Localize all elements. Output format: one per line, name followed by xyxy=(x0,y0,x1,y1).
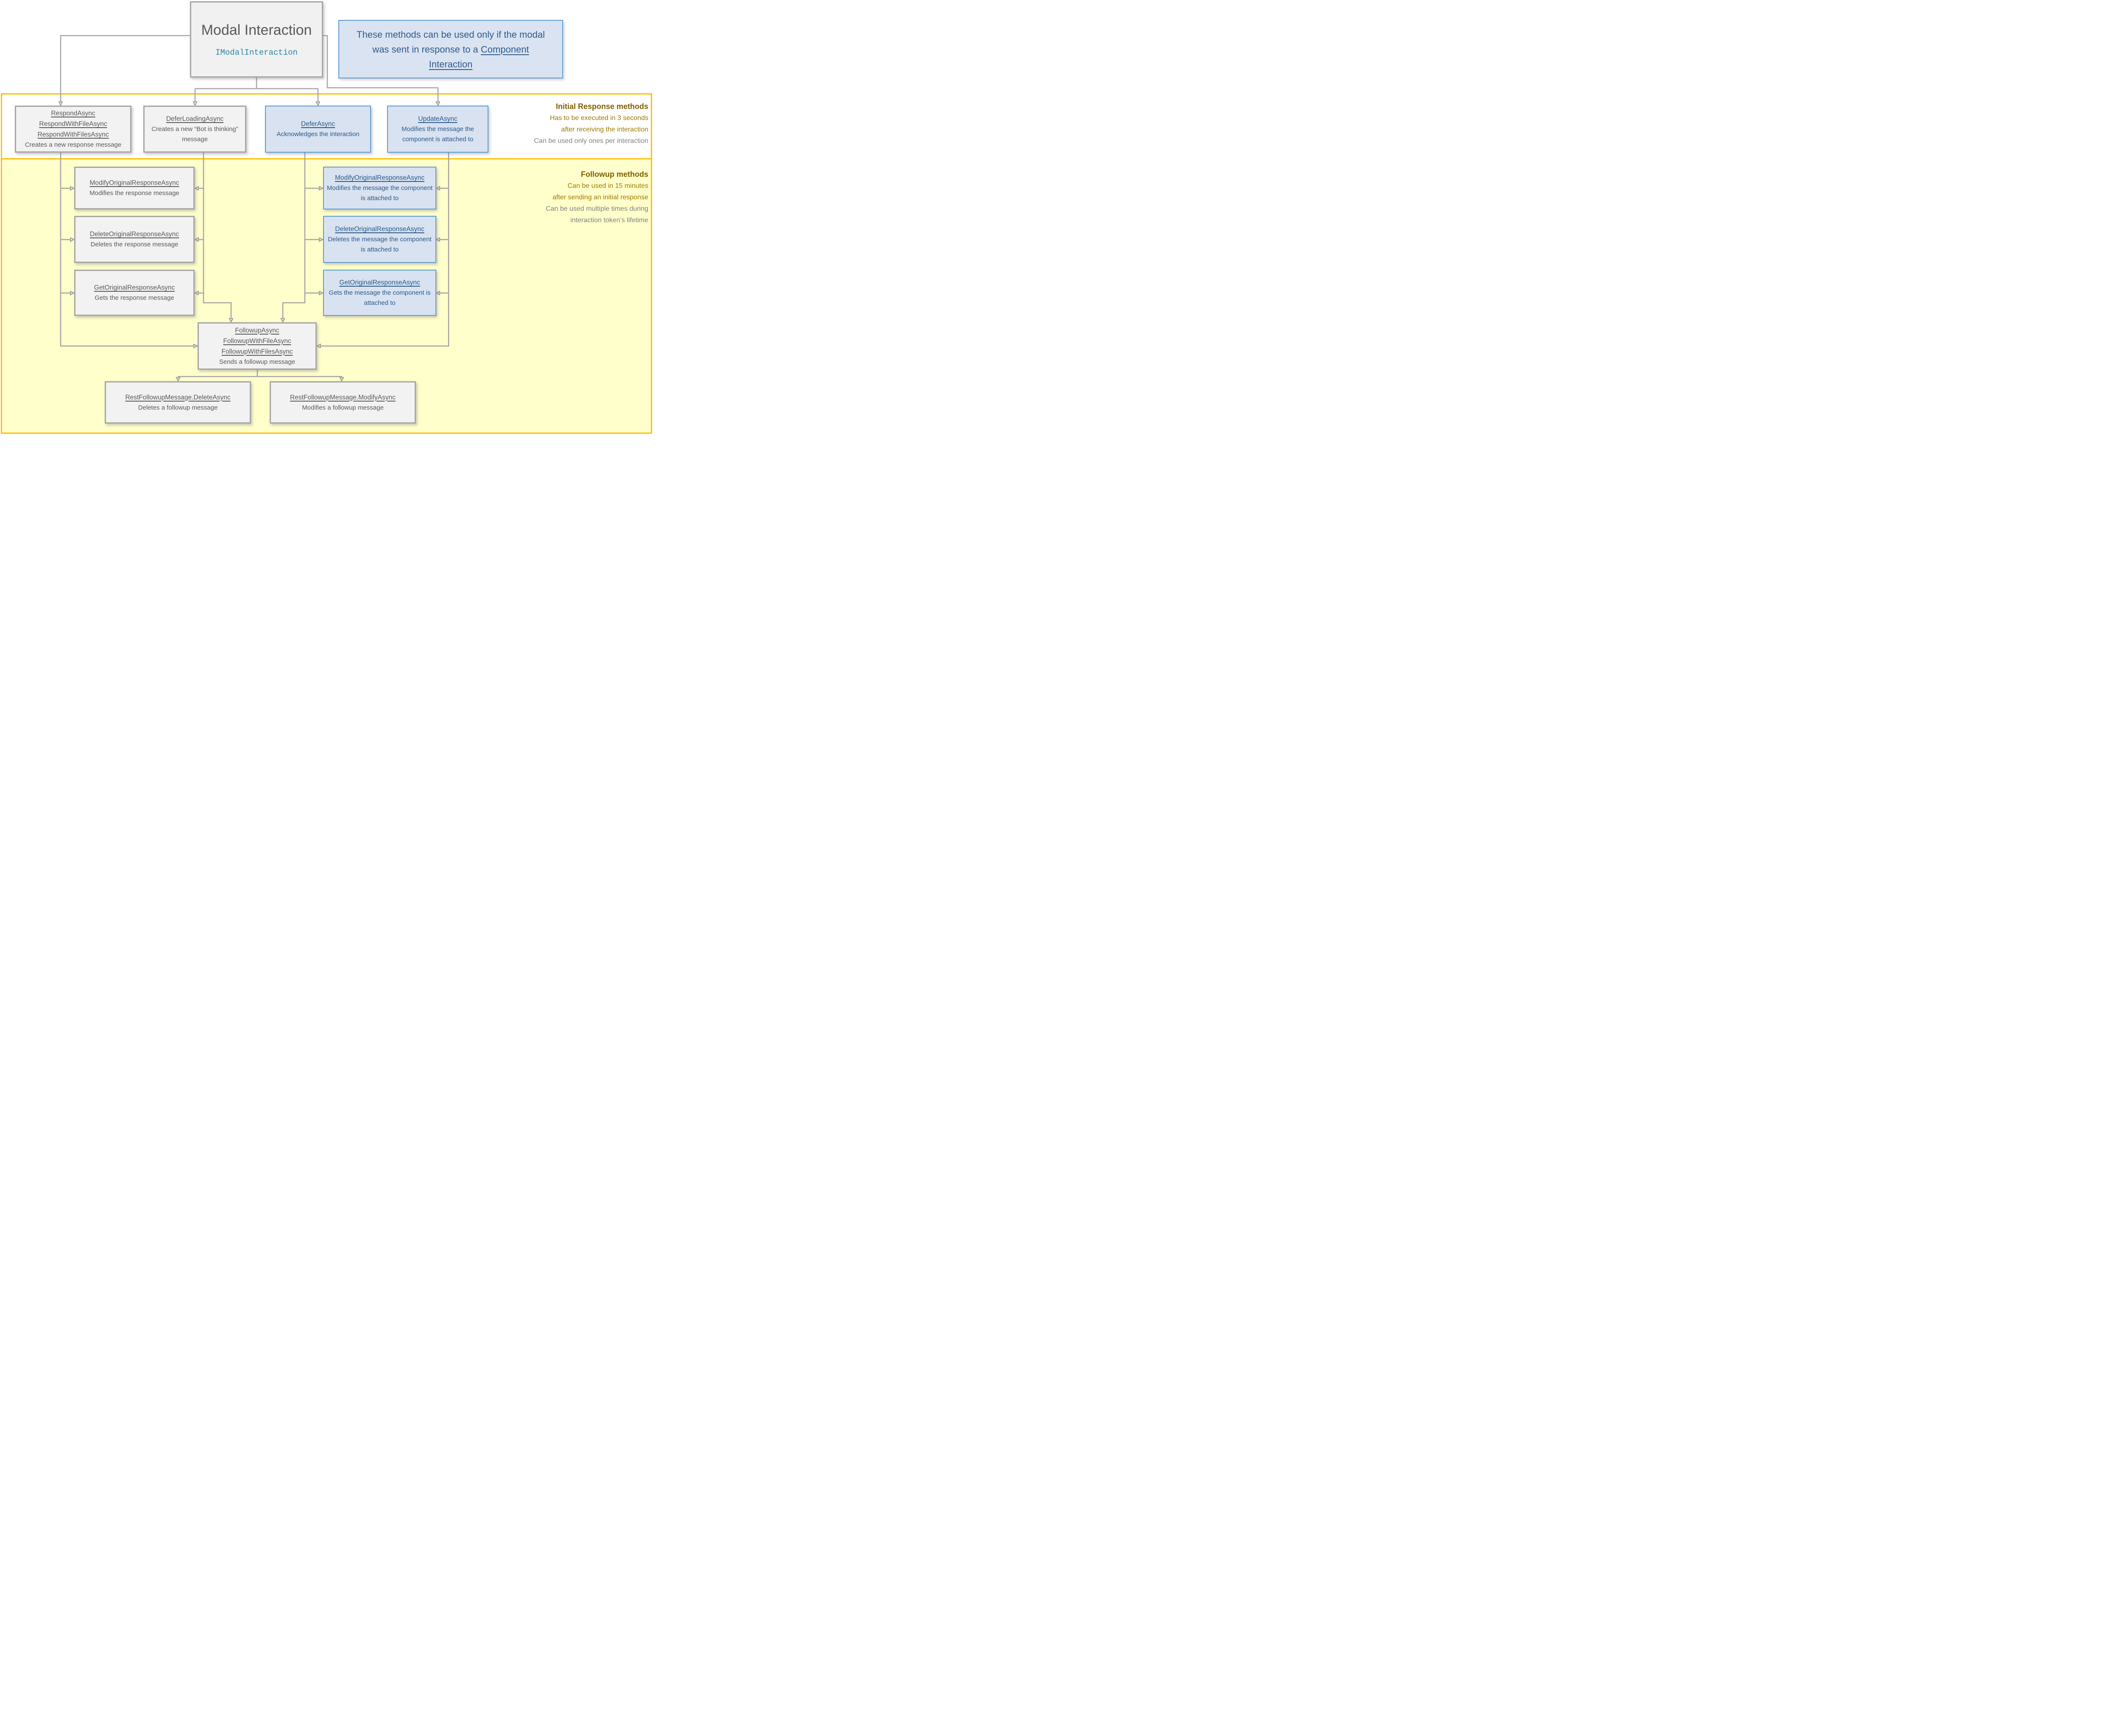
node-respond-async: RespondAsync RespondWithFileAsync Respon… xyxy=(15,106,131,153)
followup-legend-heading: Followup methods xyxy=(581,170,648,179)
imodalinteraction-label: IModalInteraction xyxy=(215,47,298,57)
node-delete-original-response-blue: DeleteOriginalResponseAsync Deletes the … xyxy=(323,216,436,263)
initial-response-legend: Initial Response methods Has to be execu… xyxy=(466,101,648,147)
edge-update-to-followup xyxy=(321,153,449,346)
method-modifyoriginalresponseasync[interactable]: ModifyOriginalResponseAsync xyxy=(89,179,179,187)
node-followup-async: FollowupAsync FollowupWithFileAsync Foll… xyxy=(198,322,317,370)
method-deferloadingasync[interactable]: DeferLoadingAsync xyxy=(166,115,224,123)
modify-blue-desc: Modifies the message the component is at… xyxy=(326,184,433,202)
update-desc: Modifies the message the component is at… xyxy=(402,126,474,143)
node-get-original-response-blue: GetOriginalResponseAsync Gets the messag… xyxy=(323,270,436,316)
edge-title-to-update xyxy=(323,35,438,102)
method-restfollowupmessage-deleteasync[interactable]: RestFollowupMessage.DeleteAsync xyxy=(125,394,231,401)
followup-legend: Followup methods Can be used in 15 minut… xyxy=(466,169,648,226)
node-restfollowupmessage-deleteasync: RestFollowupMessage.DeleteAsync Deletes … xyxy=(105,381,251,424)
node-modify-original-response-gray: ModifyOriginalResponseAsync Modifies the… xyxy=(74,167,195,209)
followup-desc: Sends a followup message xyxy=(219,358,296,366)
method-deleteoriginalresponseasync[interactable]: DeleteOriginalResponseAsync xyxy=(335,226,424,233)
node-defer-loading-async: DeferLoadingAsync Creates a new “Bot is … xyxy=(143,106,246,153)
followup-legend-line: after sending an initial response xyxy=(552,194,648,201)
method-updateasync[interactable]: UpdateAsync xyxy=(418,115,457,123)
initial-legend-line: Has to be executed in 3 seconds xyxy=(550,114,648,122)
rest-modify-desc: Modifies a followup message xyxy=(302,404,384,411)
method-deleteoriginalresponseasync[interactable]: DeleteOriginalResponseAsync xyxy=(89,231,179,238)
followup-legend-line: Can be used in 15 minutes xyxy=(567,182,648,190)
followup-legend-note: interaction token’s lifetime xyxy=(570,217,648,224)
method-respondasync[interactable]: RespondAsync xyxy=(51,110,95,117)
method-followupwithfileasync[interactable]: FollowupWithFileAsync xyxy=(223,337,291,345)
get-gray-desc: Gets the response message xyxy=(95,294,174,301)
method-respondwithfilesasync[interactable]: RespondWithFilesAsync xyxy=(37,131,109,138)
edge-deferloading-to-followup xyxy=(203,153,231,318)
component-interaction-link[interactable]: Component Interaction xyxy=(429,44,529,70)
edge-title-to-respond xyxy=(61,35,190,102)
initial-legend-note: Can be used only ones per interaction xyxy=(534,137,648,145)
modal-interaction-heading: Modal Interaction xyxy=(201,22,312,38)
followup-legend-note: Can be used multiple times during xyxy=(546,205,648,212)
delete-blue-desc: Deletes the message the component is att… xyxy=(328,236,432,253)
respond-desc: Creates a new response message xyxy=(25,141,122,148)
edge-respond-to-followup xyxy=(60,153,194,346)
method-restfollowupmessage-modifyasync[interactable]: RestFollowupMessage.ModifyAsync xyxy=(290,394,396,401)
node-delete-original-response-gray: DeleteOriginalResponseAsync Deletes the … xyxy=(74,216,195,263)
rest-delete-desc: Deletes a followup message xyxy=(138,404,218,411)
defer-desc: Acknowledges the interaction xyxy=(276,131,360,138)
initial-legend-line: after receiving the interaction xyxy=(561,126,648,133)
method-respondwithfileasync[interactable]: RespondWithFileAsync xyxy=(39,120,107,128)
method-followupasync[interactable]: FollowupAsync xyxy=(235,327,279,334)
initial-legend-heading: Initial Response methods xyxy=(555,102,648,111)
node-modify-original-response-blue: ModifyOriginalResponseAsync Modifies the… xyxy=(323,167,436,209)
note-text: These methods can be used only if the mo… xyxy=(357,29,545,55)
connector-layer xyxy=(0,35,449,434)
delete-gray-desc: Deletes the response message xyxy=(90,241,179,248)
method-modifyoriginalresponseasync[interactable]: ModifyOriginalResponseAsync xyxy=(335,174,425,181)
method-followupwithfilesasync[interactable]: FollowupWithFilesAsync xyxy=(221,348,293,355)
method-deferasync[interactable]: DeferAsync xyxy=(301,120,335,128)
note-component-interaction: These methods can be used only if the mo… xyxy=(338,20,563,78)
method-getoriginalresponseasync[interactable]: GetOriginalResponseAsync xyxy=(339,279,420,286)
node-restfollowupmessage-modifyasync: RestFollowupMessage.ModifyAsync Modifies… xyxy=(270,381,416,424)
method-getoriginalresponseasync[interactable]: GetOriginalResponseAsync xyxy=(94,284,175,291)
node-modal-interaction: Modal Interaction IModalInteraction xyxy=(190,1,323,78)
edge-defer-to-followup xyxy=(283,153,306,318)
modify-gray-desc: Modifies the response message xyxy=(89,190,179,197)
defer-loading-desc: Creates a new “Bot is thinking” message xyxy=(151,126,238,143)
diagram-canvas: Modal Interaction IModalInteraction Thes… xyxy=(0,0,653,434)
node-get-original-response-gray: GetOriginalResponseAsync Gets the respon… xyxy=(74,270,195,316)
get-blue-desc: Gets the message the component is attach… xyxy=(329,289,431,307)
node-defer-async: DeferAsync Acknowledges the interaction xyxy=(265,106,371,153)
